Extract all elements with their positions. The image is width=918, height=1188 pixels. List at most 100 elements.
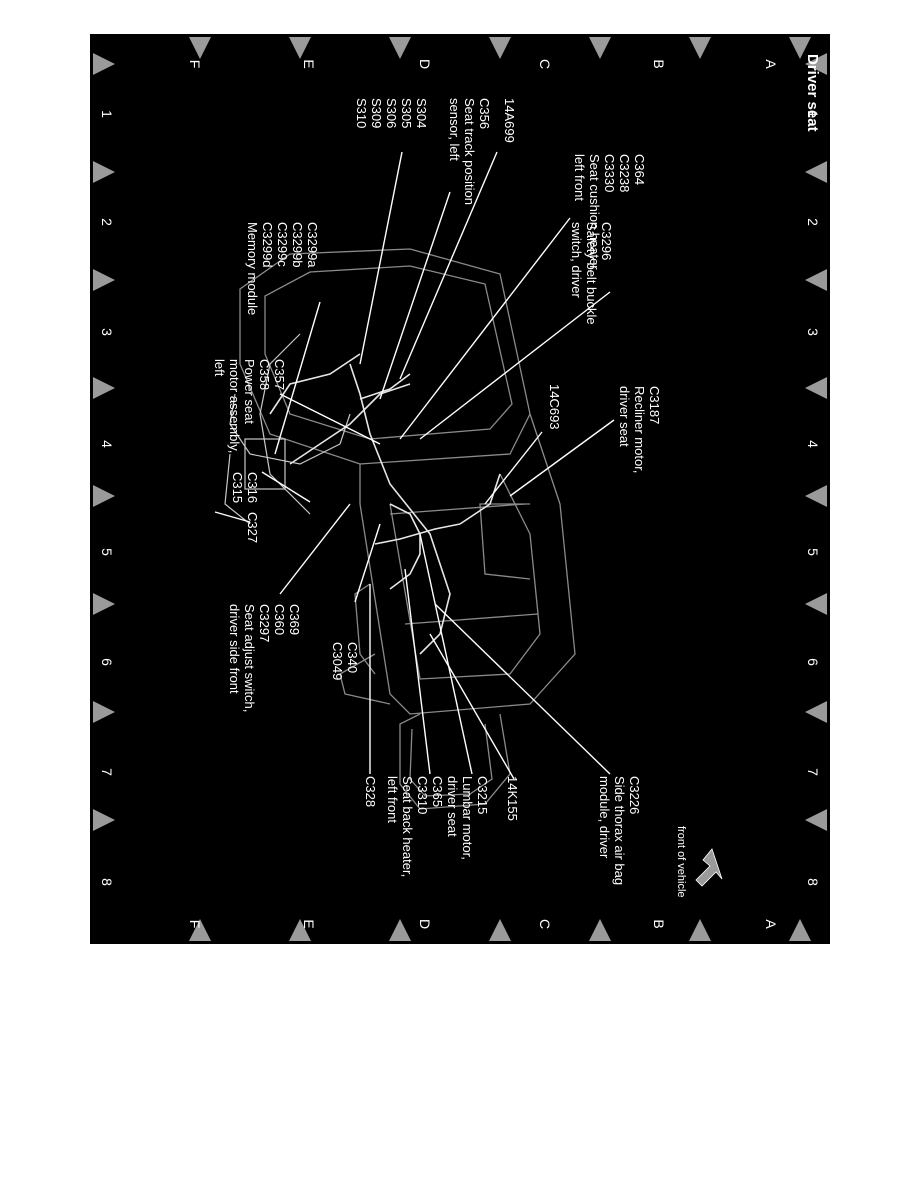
- grid-col-8: 8: [99, 878, 115, 886]
- leader-c369: [279, 503, 351, 595]
- seat-track: [224, 453, 251, 525]
- harness-back-heater: [374, 523, 461, 545]
- callout-c365: C365 C3310 Seat back heater, left front: [385, 776, 445, 877]
- grid-col-6: 6: [805, 658, 821, 666]
- border-marker: [805, 809, 827, 831]
- border-marker: [389, 37, 411, 59]
- callout-line: C356: [477, 98, 492, 129]
- harness-lumbar: [389, 503, 421, 590]
- grid-row-a: A: [763, 919, 779, 929]
- border-marker: [805, 485, 827, 507]
- grid-col-8: 8: [805, 878, 821, 886]
- seat-base: [259, 333, 311, 515]
- callout-line: C3296: [599, 222, 614, 260]
- leader-s304: [359, 151, 403, 365]
- callout-line: Seat cushion heater,: [587, 154, 602, 273]
- arrow-up-right-icon: [695, 848, 723, 887]
- callout-line: driver seat: [617, 386, 632, 447]
- callout-line: Safety belt buckle: [584, 222, 599, 325]
- seat-cushion-outline: [239, 248, 531, 465]
- callout-line: C3299a: [305, 222, 320, 268]
- callout-line: C316: [245, 472, 260, 503]
- leader-c3226: [434, 603, 611, 775]
- headrest-outline: [399, 713, 511, 810]
- callout-line: Power seat: [242, 359, 257, 424]
- callout-line: C3299c: [275, 222, 290, 267]
- callout-line: C3187: [647, 386, 662, 424]
- grid-col-5: 5: [805, 548, 821, 556]
- border-marker: [805, 701, 827, 723]
- leader-c364: [399, 217, 571, 440]
- callout-line: S306: [384, 98, 399, 128]
- callout-line: C364: [632, 154, 647, 185]
- leader-c356: [379, 191, 451, 400]
- callout-line: C360: [272, 604, 287, 635]
- callout-line: Memory module: [245, 222, 260, 315]
- callout-line: 14A699: [502, 98, 517, 143]
- callout-line: Lumbar motor,: [460, 776, 475, 860]
- callout-line: S309: [369, 98, 384, 128]
- callout-c3215: C3215 Lumbar motor, driver seat: [445, 776, 490, 860]
- front-of-vehicle-label: front of vehicle: [675, 826, 687, 898]
- callout-line: 14C693: [547, 384, 562, 430]
- callout-line: driver side front: [227, 604, 242, 694]
- grid-row-d: D: [417, 919, 433, 929]
- harness-recliner: [459, 473, 501, 525]
- callout-line: S304: [414, 98, 429, 128]
- diagram-frame: Driver seat 1 2 3 4 5 6 7 8 1 2 3 4 5 6 …: [90, 34, 830, 944]
- leader-lines: [214, 151, 615, 780]
- callout-line: C327: [245, 512, 260, 543]
- leader-c340: [354, 523, 381, 603]
- callout-c328: C328: [363, 776, 378, 807]
- border-marker: [589, 37, 611, 59]
- callout-line: C358: [257, 359, 272, 390]
- callout-line: left front: [385, 776, 400, 823]
- grid-col-1: 1: [805, 110, 821, 118]
- callout-c3187: C3187 Recliner motor, driver seat: [617, 386, 662, 473]
- leader-14k155: [429, 633, 515, 780]
- border-marker: [789, 37, 811, 59]
- leader-c365: [404, 568, 431, 775]
- harness-track: [269, 353, 361, 415]
- seat-cushion-inner: [264, 265, 513, 440]
- border-marker: [689, 919, 711, 941]
- callout-line: Seat adjust switch,: [242, 604, 257, 712]
- harness-main: [349, 363, 451, 655]
- seat-side-trim: [354, 583, 376, 675]
- seat-back-panel-line: [479, 503, 531, 580]
- border-marker: [589, 919, 611, 941]
- grid-col-4: 4: [99, 440, 115, 448]
- callout-line: left front: [572, 154, 587, 201]
- border-marker: [93, 53, 115, 75]
- grid-col-7: 7: [805, 768, 821, 776]
- grid-col-6: 6: [99, 658, 115, 666]
- border-marker: [805, 161, 827, 183]
- callout-line: motor assembly,: [227, 359, 242, 453]
- border-marker: [93, 701, 115, 723]
- border-markers: [93, 37, 827, 941]
- wiring-location-diagram: Driver seat 1 2 3 4 5 6 7 8 1 2 3 4 5 6 …: [93, 37, 827, 941]
- callout-line: C3299b: [290, 222, 305, 268]
- grid-rows-right: A B C D E F: [187, 919, 779, 929]
- border-marker: [189, 37, 211, 59]
- grid-col-4: 4: [805, 440, 821, 448]
- leader-14a699: [399, 151, 498, 380]
- callout-line: C3299d: [260, 222, 275, 268]
- border-marker: [93, 269, 115, 291]
- wiring-harness: [269, 353, 501, 655]
- callout-line: C340: [345, 642, 360, 673]
- callout-line: C328: [363, 776, 378, 807]
- callout-line: S305: [399, 98, 414, 128]
- border-marker: [289, 37, 311, 59]
- callout-14k155: 14K155: [505, 776, 520, 821]
- callout-c316: C316 C315: [230, 472, 260, 503]
- grid-row-f: F: [187, 920, 203, 929]
- front-of-vehicle-indicator: front of vehicle: [675, 826, 723, 898]
- callout-line: C3330: [602, 154, 617, 192]
- grid-col-3: 3: [805, 328, 821, 336]
- border-marker: [805, 377, 827, 399]
- callout-line: Seat track position: [462, 98, 477, 205]
- border-marker: [489, 37, 511, 59]
- callout-line: switch, driver: [569, 222, 584, 299]
- seat-side-trim: [339, 653, 391, 705]
